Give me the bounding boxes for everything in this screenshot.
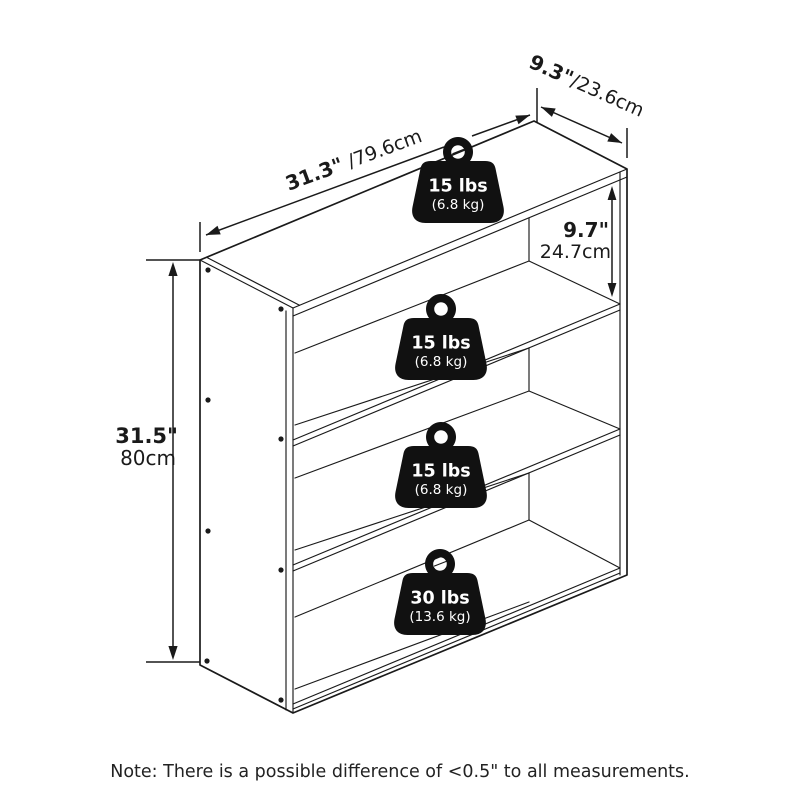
width-arrow-right	[515, 115, 530, 125]
weight-badge-shelf1: 15 lbs (6.8 kg)	[395, 294, 487, 380]
weight-kg-label: (13.6 kg)	[409, 609, 470, 625]
measurement-note: Note: There is a possible difference of …	[110, 762, 689, 782]
weight-lbs-label: 15 lbs	[428, 177, 487, 197]
height-arrow-up	[168, 262, 178, 276]
shelf-height-imperial-label: 9.7"	[563, 218, 609, 242]
depth-arrow-left	[541, 107, 556, 117]
width-arrow-left	[206, 225, 221, 235]
shelf-line-through-hole	[433, 560, 447, 567]
dimension-height: 31.5" 80cm	[115, 259, 200, 663]
weight-lbs-label: 30 lbs	[410, 589, 469, 609]
weight-badge-shelf2: 15 lbs (6.8 kg)	[395, 422, 487, 508]
width-line-through-hole	[452, 148, 465, 155]
weight-badge-bottom: 30 lbs (13.6 kg)	[394, 549, 486, 635]
weight-kg-label: (6.8 kg)	[432, 197, 485, 213]
weight-kg-label: (6.8 kg)	[415, 354, 468, 370]
height-metric-label: 80cm	[120, 446, 176, 470]
weight-lbs-label: 15 lbs	[411, 334, 470, 354]
weight-kg-label: (6.8 kg)	[415, 482, 468, 498]
height-imperial-label: 31.5"	[115, 424, 178, 448]
screw-holes	[204, 267, 284, 703]
shelf-height-metric-label: 24.7cm	[540, 241, 611, 263]
depth-dimension-label: 9.3"/23.6cm	[526, 50, 649, 122]
weight-lbs-label: 15 lbs	[411, 462, 470, 482]
shelf-height-arrow-down	[607, 283, 617, 297]
height-arrow-down	[168, 646, 178, 660]
weight-badge-top: 15 lbs (6.8 kg)	[412, 137, 504, 223]
shelf-height-arrow-up	[607, 186, 617, 200]
dimension-shelf-height: 9.7" 24.7cm	[540, 186, 617, 297]
depth-arrow-right	[607, 133, 622, 143]
